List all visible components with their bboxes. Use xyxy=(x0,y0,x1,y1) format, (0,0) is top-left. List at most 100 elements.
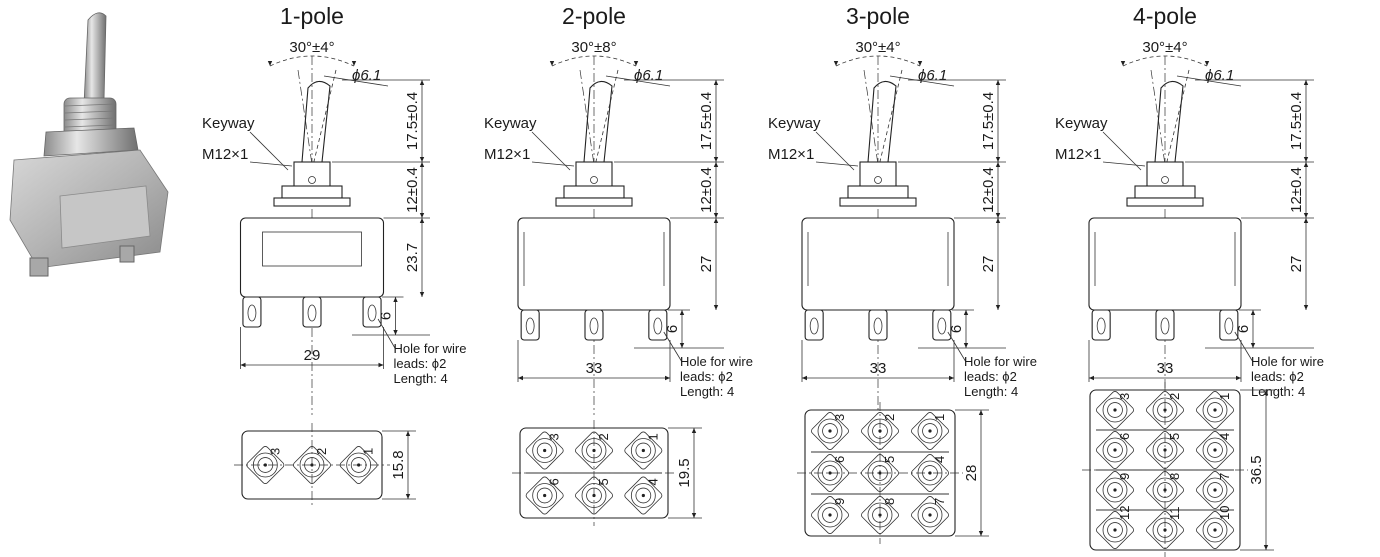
terminal-number: 6 xyxy=(832,456,847,463)
terminal-lug xyxy=(868,309,888,341)
switch-body xyxy=(239,217,385,298)
angle-label: 30°±4° xyxy=(855,39,900,56)
angle-label: 30°±4° xyxy=(289,39,334,56)
terminal-lug xyxy=(1091,309,1111,341)
terminal-height-dim: 6 xyxy=(1235,325,1252,333)
terminal-lug xyxy=(1155,309,1175,341)
terminal-number: 10 xyxy=(1217,506,1232,520)
body-height-dim: 27 xyxy=(1288,256,1305,273)
drawing-1-pole: 1-pole30°±4°ϕ6.1KeywayM12×117.5±0.412±0.… xyxy=(202,3,466,507)
body-width-dim: 33 xyxy=(586,360,603,377)
terminal-number: 3 xyxy=(832,414,847,421)
switch-body xyxy=(517,217,671,311)
drawing-2-pole: 2-pole30°±8°ϕ6.1KeywayM12×117.5±0.412±0.… xyxy=(484,3,753,526)
lever-diameter-label: ϕ6.1 xyxy=(352,67,381,84)
terminal-number: 1 xyxy=(932,414,947,421)
washer xyxy=(839,197,917,207)
bottom-terminal: 4 xyxy=(911,454,949,492)
body-height-dim: 27 xyxy=(980,256,997,273)
nut xyxy=(281,185,343,199)
terminal-number: 3 xyxy=(267,448,282,455)
terminal-number: 5 xyxy=(596,478,611,485)
keyway-label: Keyway xyxy=(202,115,255,132)
bottom-terminal: 6 xyxy=(811,454,849,492)
terminal-number: 1 xyxy=(1217,393,1232,400)
hole-note-line-2: leads: ϕ2 xyxy=(1251,369,1304,384)
hole-note-line-1: Hole for wire xyxy=(964,354,1037,369)
lever xyxy=(301,80,331,163)
bottom-height-dim: 19.5 xyxy=(676,458,693,487)
terminal-number: 6 xyxy=(547,478,562,485)
lever xyxy=(583,80,613,163)
terminal-number: 4 xyxy=(645,478,660,485)
lever-length-dim: 17.5±0.4 xyxy=(1288,92,1305,150)
drawing-title: 4-pole xyxy=(1133,3,1197,29)
lever xyxy=(1154,80,1184,163)
hole-note-line-2: leads: ϕ2 xyxy=(964,369,1017,384)
terminal-number: 5 xyxy=(882,456,897,463)
bottom-terminal: 7 xyxy=(1196,471,1234,509)
bottom-terminal: 8 xyxy=(1146,471,1184,509)
hole-note-line-3: Length: 4 xyxy=(964,384,1018,399)
terminal-height-dim: 6 xyxy=(948,325,965,333)
nut xyxy=(1134,185,1196,199)
bottom-terminal: 3 xyxy=(246,446,285,484)
bushing-length-dim: 12±0.4 xyxy=(698,167,715,213)
terminal-lug xyxy=(242,296,262,328)
hole-note-line-1: Hole for wire xyxy=(394,341,467,356)
lever-length-dim: 17.5±0.4 xyxy=(698,92,715,150)
bottom-terminal: 1 xyxy=(1196,391,1234,429)
bottom-terminal: 12 xyxy=(1096,506,1134,549)
drawing-title: 3-pole xyxy=(846,3,910,29)
terminal-lug xyxy=(520,309,540,341)
terminal-number: 2 xyxy=(882,414,897,421)
angle-label: 30°±4° xyxy=(1142,39,1187,56)
bottom-terminal: 6 xyxy=(1096,431,1134,469)
terminal-lug xyxy=(302,296,322,328)
bottom-terminal: 1 xyxy=(624,431,663,470)
terminal-lug xyxy=(362,296,382,328)
terminal-lug xyxy=(584,309,604,341)
bushing xyxy=(575,161,613,189)
bushing xyxy=(859,161,897,189)
thread-label: M12×1 xyxy=(202,146,248,163)
terminal-number: 7 xyxy=(1217,473,1232,480)
terminal-number: 2 xyxy=(314,448,329,455)
thread-label: M12×1 xyxy=(768,146,814,163)
terminal-number: 9 xyxy=(832,498,847,505)
bottom-terminal: 3 xyxy=(811,412,849,450)
bottom-terminal: 9 xyxy=(1096,471,1134,509)
body-height-dim: 27 xyxy=(698,256,715,273)
terminal-lug xyxy=(648,309,668,341)
nut xyxy=(847,185,909,199)
terminal-lug xyxy=(1219,309,1239,341)
drawing-title: 2-pole xyxy=(562,3,626,29)
bottom-terminal: 5 xyxy=(861,454,899,492)
washer xyxy=(273,197,351,207)
terminal-number: 12 xyxy=(1117,506,1132,520)
body-height-dim: 23.7 xyxy=(404,243,421,272)
bottom-terminal: 5 xyxy=(575,476,613,515)
bottom-terminal: 2 xyxy=(1146,391,1184,429)
terminal-number: 5 xyxy=(1167,433,1182,440)
terminal-lug xyxy=(804,309,824,341)
keyway-label: Keyway xyxy=(484,115,537,132)
toggle-switch-photo xyxy=(9,12,169,277)
bottom-terminal: 2 xyxy=(575,431,613,470)
bottom-terminal: 2 xyxy=(861,412,899,450)
angle-label: 30°±8° xyxy=(571,39,616,56)
lever-length-dim: 17.5±0.4 xyxy=(404,92,421,150)
thread-label: M12×1 xyxy=(484,146,530,163)
bottom-height-dim: 15.8 xyxy=(390,450,407,479)
bottom-terminal: 3 xyxy=(525,431,564,470)
terminal-height-dim: 6 xyxy=(378,312,395,320)
terminal-number: 8 xyxy=(1167,473,1182,480)
terminal-number: 1 xyxy=(645,433,660,440)
bushing xyxy=(293,161,331,189)
hole-note-line-1: Hole for wire xyxy=(680,354,753,369)
bottom-terminal: 11 xyxy=(1146,507,1184,549)
thread-label: M12×1 xyxy=(1055,146,1101,163)
hole-note-line-3: Length: 4 xyxy=(1251,384,1305,399)
terminal-number: 8 xyxy=(882,498,897,505)
bushing-length-dim: 12±0.4 xyxy=(404,167,421,213)
